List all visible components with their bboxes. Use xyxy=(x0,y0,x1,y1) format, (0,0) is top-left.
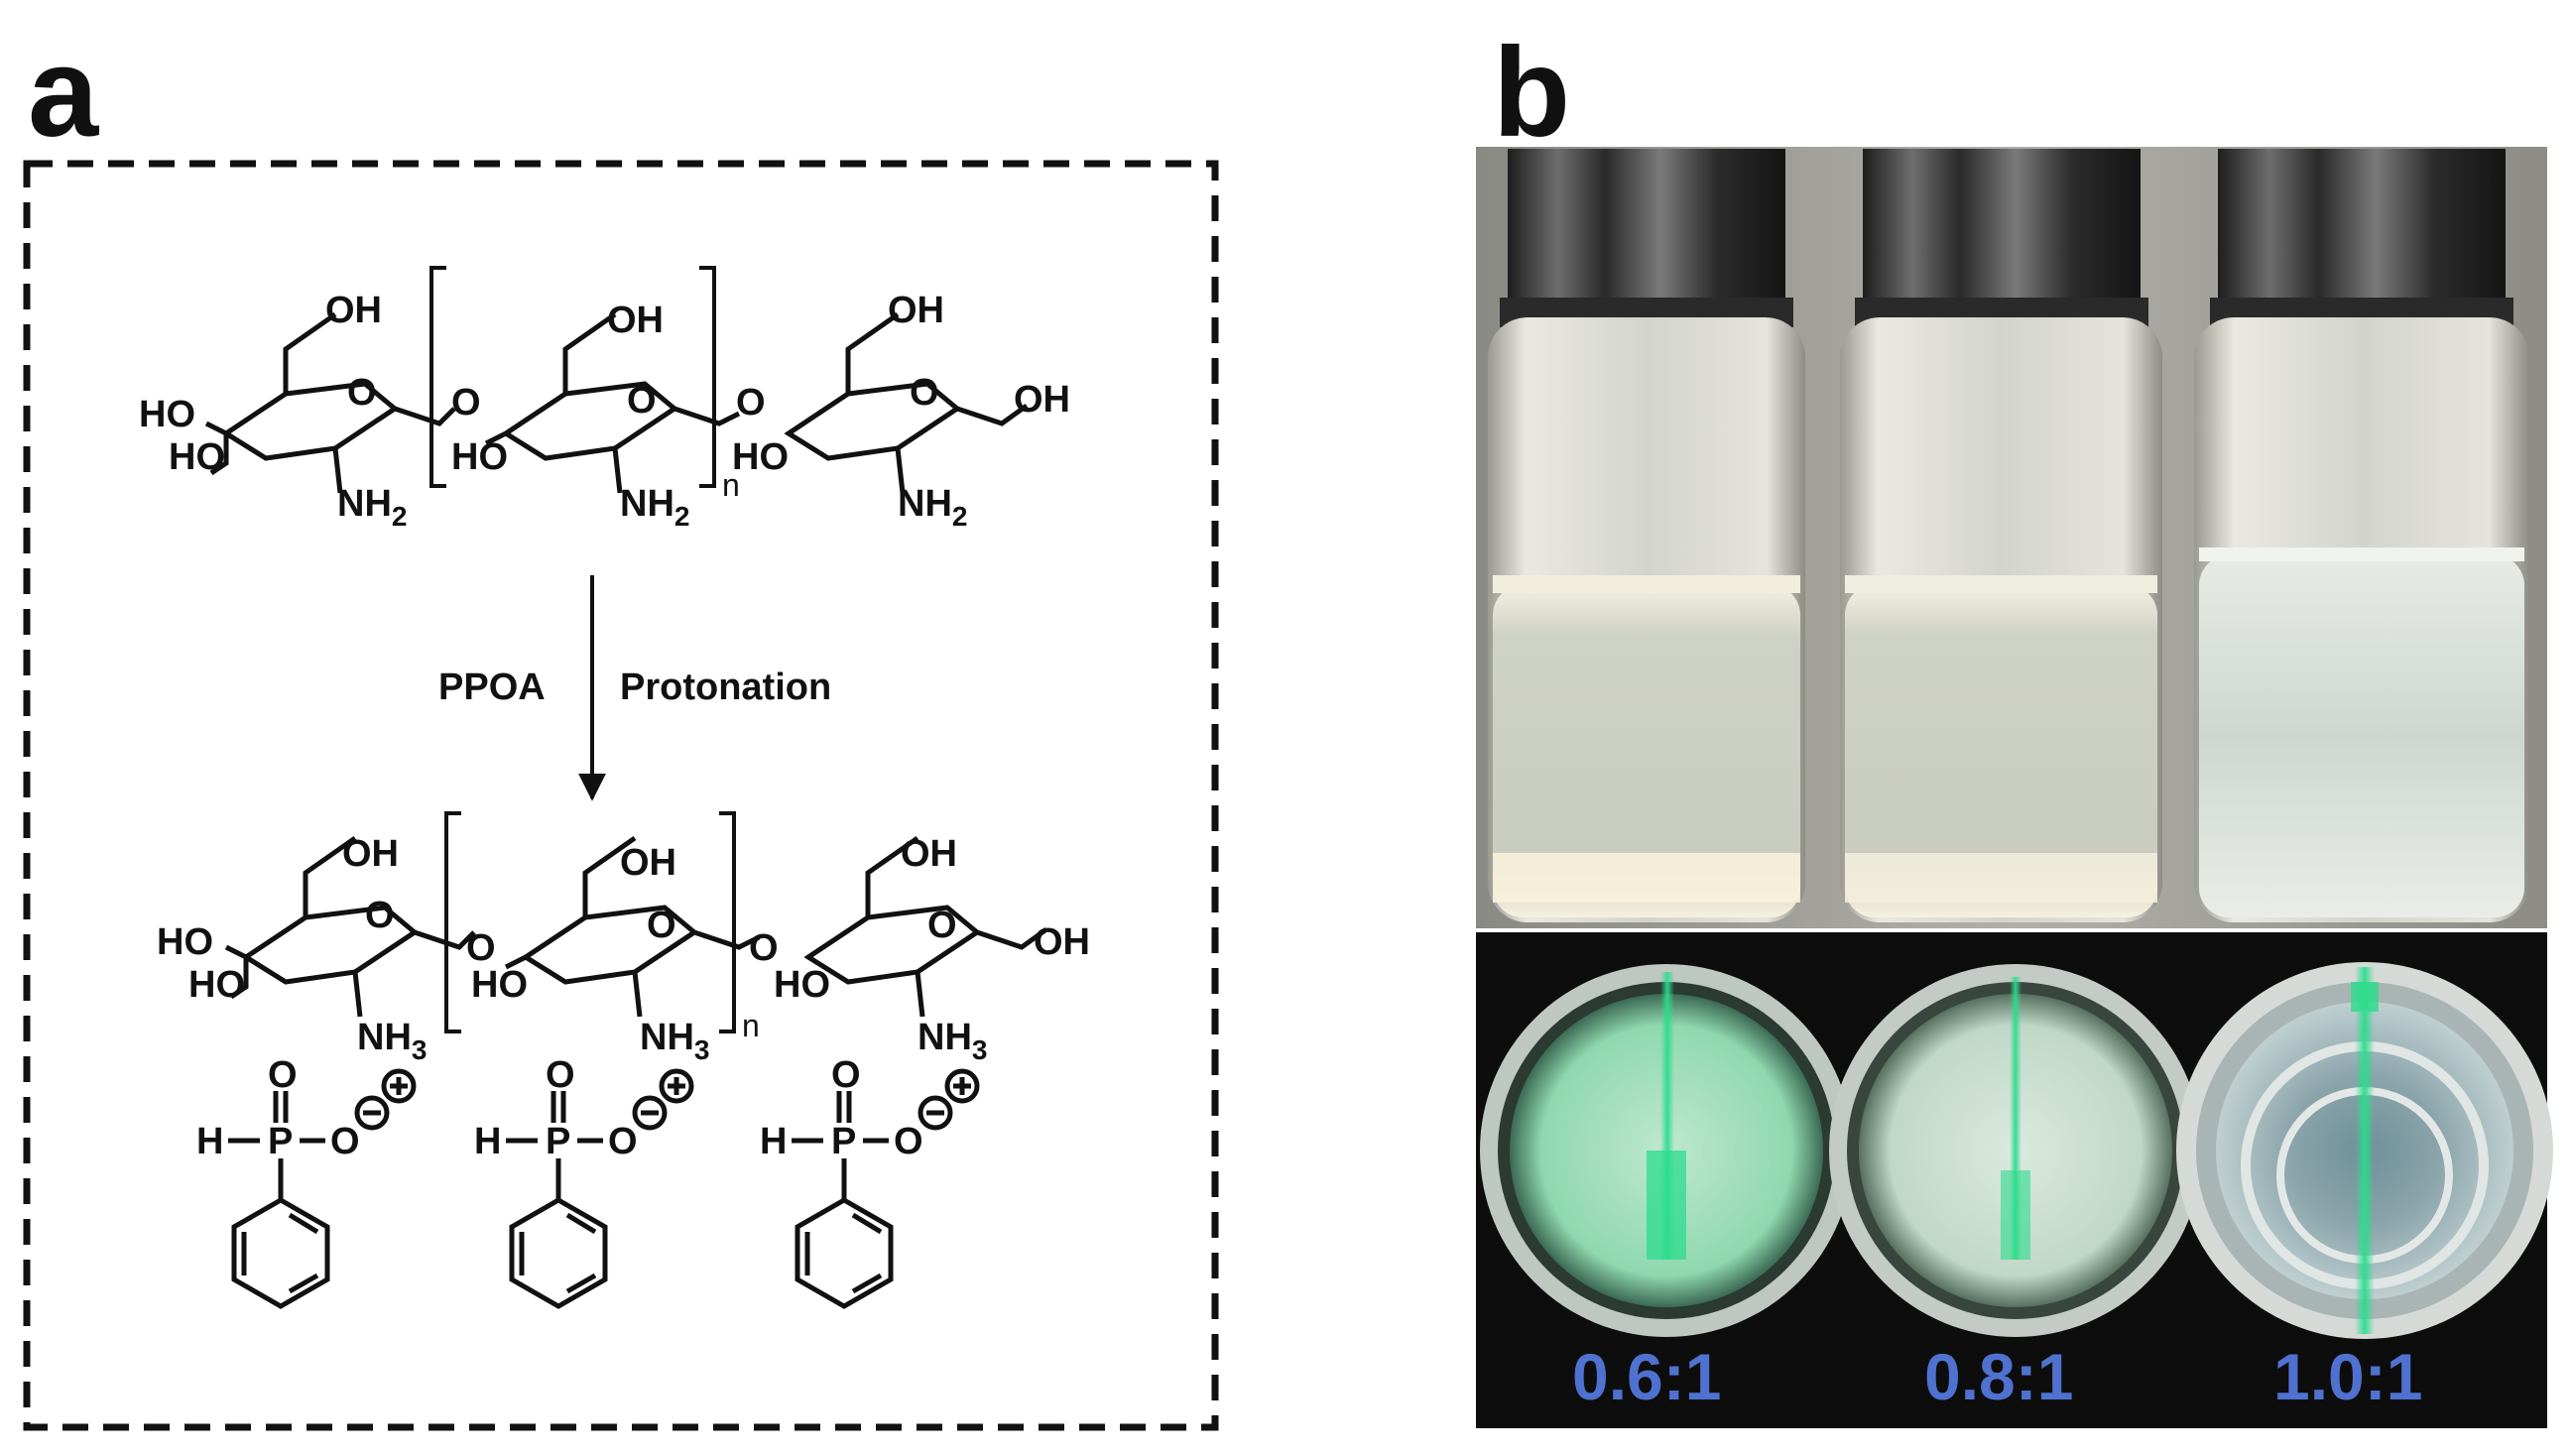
cup-2 xyxy=(1829,964,2202,1337)
anion-3-o: O xyxy=(894,1121,923,1162)
process-label: Protonation xyxy=(620,667,831,708)
ratio-label-1: 0.6:1 xyxy=(1572,1340,1722,1413)
vial-1 xyxy=(1488,149,1805,922)
product-nh3-2: NH3 xyxy=(640,1017,709,1065)
vial-2 xyxy=(1840,149,2162,922)
phenylphosphinate-anions: O H P O O H P O O H xyxy=(196,1054,980,1309)
reactant-oh-2: OH xyxy=(607,300,664,341)
vial-3 xyxy=(2194,149,2529,922)
ratio-label-2: 0.8:1 xyxy=(1924,1340,2074,1413)
reactant-oh-4: OH xyxy=(1014,379,1070,421)
product-o-ring-2: O xyxy=(647,905,676,946)
ratio-label-3: 1.0:1 xyxy=(2273,1340,2423,1413)
product-ho-2: HO xyxy=(188,964,245,1006)
scheme-dashed-frame xyxy=(23,160,1219,1431)
cup-1 xyxy=(1480,964,1853,1337)
reactant-oh-3: OH xyxy=(888,290,944,331)
product-ho-4: HO xyxy=(774,964,830,1006)
anion-2-h: H xyxy=(474,1121,501,1162)
anion-1-p: P xyxy=(268,1121,293,1162)
reactant-ho-2: HO xyxy=(169,436,225,478)
reactant-o-ring-2: O xyxy=(627,380,657,422)
reactant-nh2-1: NH2 xyxy=(337,483,407,532)
reactant-o-link-1: O xyxy=(451,382,481,424)
anion-2-o: O xyxy=(608,1121,638,1162)
reactant-o-ring-3: O xyxy=(910,372,939,414)
product-oh-2: OH xyxy=(620,842,676,884)
reactant-nh2-3: NH2 xyxy=(898,483,967,532)
product-nh3-3: NH3 xyxy=(918,1017,987,1065)
panel-label-a: a xyxy=(28,22,99,164)
anion-2-o-double: O xyxy=(546,1054,575,1096)
product-oh-4: OH xyxy=(1034,921,1090,963)
anion-2-p: P xyxy=(546,1121,570,1162)
product-o-link-2: O xyxy=(749,927,779,969)
panel-label-b: b xyxy=(1493,22,1571,164)
reactant-o-ring-1: O xyxy=(347,372,377,414)
reactant-repeat-n: n xyxy=(722,467,740,503)
product-o-ring-3: O xyxy=(927,905,957,946)
reactant-o-link-2: O xyxy=(736,382,766,424)
reaction-scheme: OH HO HO O NH2 O n OH HO O NH2 O OH O xyxy=(23,160,1219,1431)
product-repeat-n: n xyxy=(742,1008,760,1043)
reactant-ho-1: HO xyxy=(139,394,195,435)
cup-3 xyxy=(2176,962,2553,1339)
anion-1-h: H xyxy=(196,1121,223,1162)
vials-photo xyxy=(1476,147,2547,928)
reagent-label: PPOA xyxy=(438,667,546,708)
product-oh-3: OH xyxy=(901,833,957,875)
product-nh3-1: NH3 xyxy=(357,1017,427,1065)
product-o-link-1: O xyxy=(466,927,496,969)
product-ho-1: HO xyxy=(157,921,213,963)
product-o-ring-1: O xyxy=(365,895,395,936)
reactant-oh-1: OH xyxy=(325,290,382,331)
anion-3-o-double: O xyxy=(831,1054,861,1096)
anion-3-h: H xyxy=(760,1121,787,1162)
chitosan-structure: OH HO HO O NH2 O n OH HO O NH2 O OH O xyxy=(139,266,1070,532)
anion-1-o-double: O xyxy=(268,1054,298,1096)
product-ho-3: HO xyxy=(471,964,528,1006)
anion-3-p: P xyxy=(831,1121,856,1162)
reactant-ho-4: HO xyxy=(732,436,789,478)
product-oh-1: OH xyxy=(342,833,399,875)
chitosan-salt-structure: OH HO HO O NH3 O n OH HO O NH3 O OH OH xyxy=(157,811,1090,1065)
reactant-ho-3: HO xyxy=(451,436,508,478)
anion-1-o: O xyxy=(330,1121,360,1162)
reactant-nh2-2: NH2 xyxy=(620,483,689,532)
